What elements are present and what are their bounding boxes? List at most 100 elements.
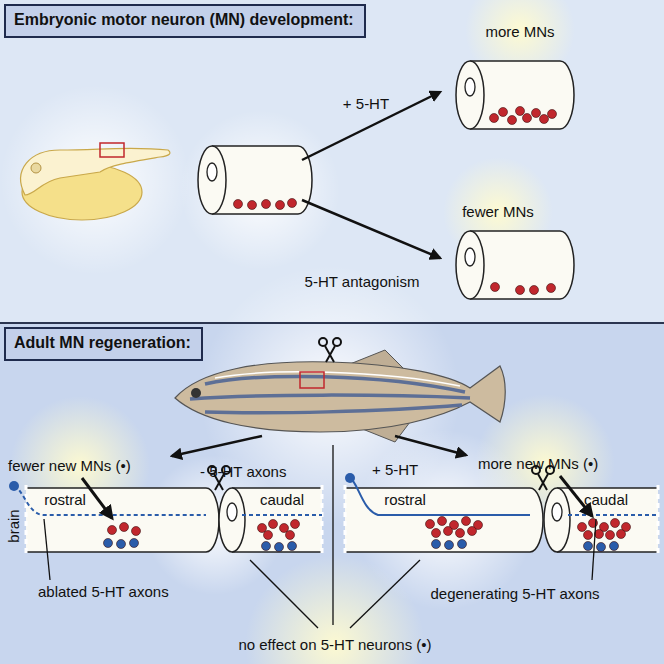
divider-line xyxy=(0,322,664,324)
blade xyxy=(539,474,548,490)
cord-edge xyxy=(470,298,560,300)
panel-separator xyxy=(332,445,333,625)
leader-line xyxy=(592,519,596,580)
new-motor-neuron xyxy=(108,526,117,535)
section-header: Adult MN regeneration: xyxy=(4,327,203,361)
degenerating-axon xyxy=(568,514,658,516)
label-text: rostral xyxy=(44,491,86,509)
embryo xyxy=(21,143,170,220)
cord-edge xyxy=(232,551,322,553)
motor-neuron xyxy=(548,110,557,119)
central-canal xyxy=(552,503,562,521)
label-text: - 5-HT axons xyxy=(200,463,286,481)
ablated-axon xyxy=(242,514,322,516)
new-motor-neuron xyxy=(132,527,141,536)
cord-fill xyxy=(557,488,658,552)
label: 5-HT antagonism xyxy=(305,273,420,291)
cord-edge xyxy=(470,60,560,62)
arrow xyxy=(395,436,466,455)
new-motor-neuron xyxy=(264,531,273,540)
central-canal xyxy=(207,163,217,181)
label: no effect on 5-HT neurons (•) xyxy=(238,636,431,654)
label: ablated 5-HT axons xyxy=(38,583,169,601)
new-motor-neuron xyxy=(611,519,620,528)
label-text: caudal xyxy=(584,491,628,509)
ablated-axon xyxy=(14,486,206,515)
cord-edge xyxy=(557,551,658,553)
cord-fill xyxy=(212,146,312,214)
fish-stripe xyxy=(190,395,470,399)
spinal-cord xyxy=(456,231,574,299)
motor-neuron xyxy=(523,114,532,123)
label: degenerating 5-HT axons xyxy=(431,585,600,603)
region-box xyxy=(100,143,124,157)
motor-neuron xyxy=(532,109,541,118)
arrow xyxy=(302,92,440,160)
cord-end xyxy=(560,231,574,299)
new-motor-neuron xyxy=(468,527,477,536)
handle xyxy=(319,338,327,346)
motor-neuron xyxy=(288,199,297,208)
label-text: more MNs xyxy=(485,23,554,41)
serotonergic-neuron xyxy=(345,473,355,483)
leader-line xyxy=(44,519,50,580)
cord-edge xyxy=(470,128,560,130)
central-canal xyxy=(227,503,237,521)
motor-neuron xyxy=(530,286,539,295)
motor-neuron xyxy=(540,115,549,124)
label-text: ablated 5-HT axons xyxy=(38,583,169,601)
serotonergic-neuron xyxy=(262,542,271,551)
label-text: caudal xyxy=(260,491,304,509)
label: fewer new MNs (•) xyxy=(8,457,131,475)
cord-end xyxy=(530,488,543,552)
new-motor-neuron xyxy=(462,517,471,526)
fish-stripe xyxy=(205,405,462,413)
motor-neuron xyxy=(516,286,525,295)
new-motor-neuron xyxy=(120,523,129,532)
new-motor-neuron xyxy=(291,520,300,529)
spinal-cord xyxy=(219,485,322,555)
cord-face xyxy=(219,488,245,552)
cord-face xyxy=(544,488,570,552)
cord-end xyxy=(560,61,574,129)
label: + 5-HT xyxy=(372,461,418,479)
serotonergic-neuron xyxy=(288,542,297,551)
cord-fill xyxy=(470,231,574,299)
spinal-cord xyxy=(544,485,658,555)
new-motor-neuron xyxy=(432,529,441,538)
cut-end xyxy=(321,485,324,555)
serotonergic-neuron xyxy=(117,540,126,549)
cord-edge xyxy=(470,230,560,232)
blade xyxy=(538,474,547,490)
spinal-cord xyxy=(456,61,574,129)
handle xyxy=(333,338,341,346)
label-text: no effect on 5-HT neurons (•) xyxy=(238,636,431,654)
label-text: brain xyxy=(5,509,23,542)
label: rostral xyxy=(384,491,426,509)
label: more new MNs (•) xyxy=(478,455,598,473)
serotonergic-neuron xyxy=(597,543,606,552)
arrow xyxy=(172,436,262,456)
arrow xyxy=(82,478,112,518)
label: caudal xyxy=(260,491,304,509)
motor-neuron xyxy=(516,107,525,116)
new-motor-neuron xyxy=(606,531,615,540)
cord-edge xyxy=(26,487,206,489)
label: caudal xyxy=(584,491,628,509)
fish-eye xyxy=(191,388,201,398)
section-header: Embryonic motor neuron (MN) development: xyxy=(4,4,366,38)
cord-edge xyxy=(557,487,658,489)
cord-edge xyxy=(26,551,206,553)
header-text: Adult MN regeneration: xyxy=(14,333,191,353)
serotonergic-neuron xyxy=(458,540,467,549)
region-box xyxy=(300,372,324,388)
label-text: fewer new MNs (•) xyxy=(8,457,131,475)
cut-end xyxy=(344,485,347,555)
cord-face xyxy=(456,61,484,129)
glow xyxy=(180,110,340,270)
label: fewer MNs xyxy=(462,203,534,221)
cut-end xyxy=(25,485,28,555)
label: brain xyxy=(5,509,23,542)
scissors xyxy=(319,338,341,362)
